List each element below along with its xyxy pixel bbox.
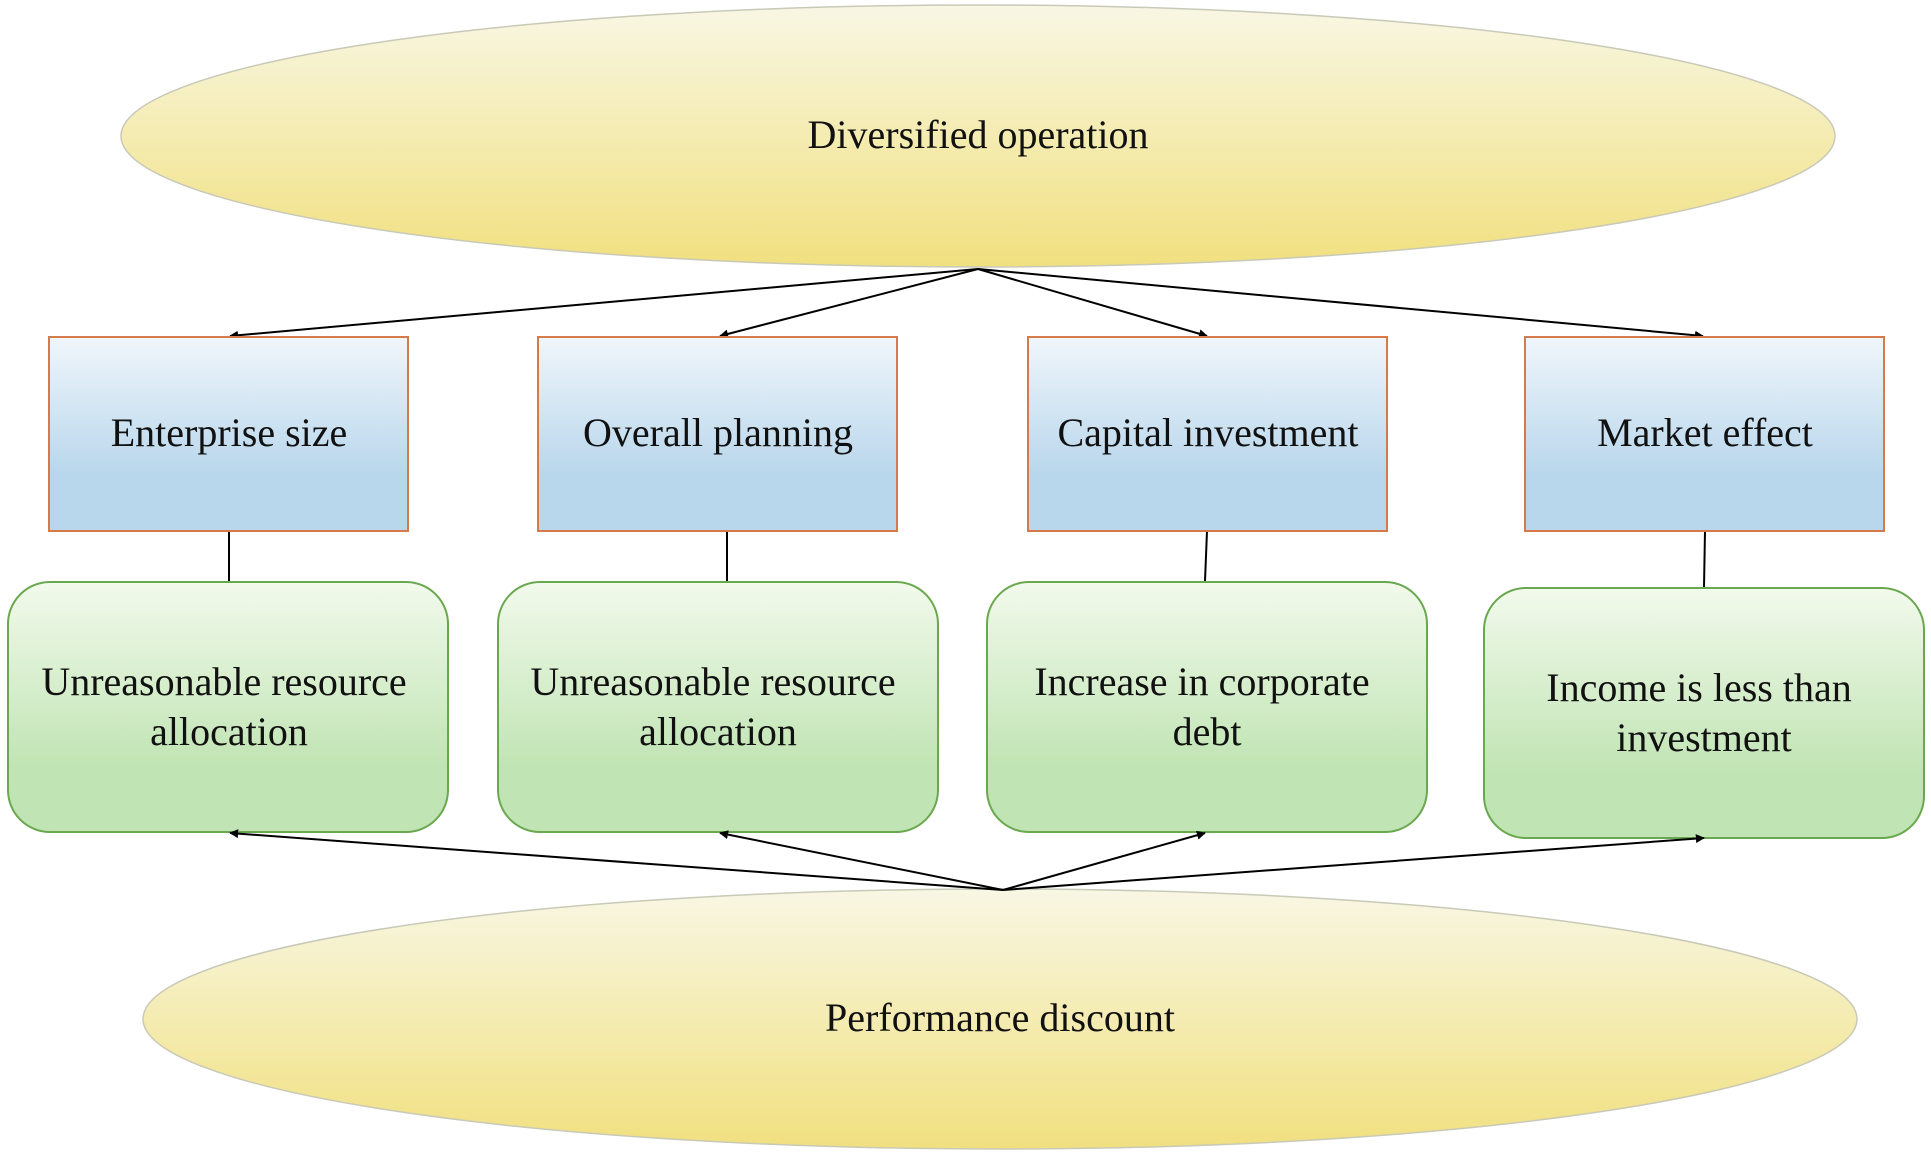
- outcome-box-shape: [7, 581, 449, 833]
- factor-box-4: Market effect: [1524, 336, 1885, 532]
- outcome-line-1: Increase in corporate: [1034, 659, 1369, 704]
- arrow-to-enterprise-size: [229, 268, 979, 340]
- outcome-box-shape: [986, 581, 1428, 833]
- factor-box-shape: [537, 336, 898, 532]
- factor-box-shape: [1524, 336, 1885, 532]
- factor-box-2: Overall planning: [537, 336, 898, 532]
- connector-4: [1703, 530, 1706, 588]
- top-node-shape: [120, 4, 1836, 268]
- outcome-box-1: Unreasonable resource allocation: [7, 581, 449, 833]
- factor-box-3: Capital investment: [1027, 336, 1388, 532]
- outcome-line-1: Income is less than: [1546, 665, 1852, 710]
- arrow-to-market-effect: [977, 268, 1704, 340]
- outcome-box-3: Increase in corporate debt: [986, 581, 1428, 833]
- outcome-line-1: Unreasonable resource: [530, 659, 895, 704]
- bottom-arrows: [229, 829, 1705, 891]
- outcome-label: Unreasonable resource allocation: [530, 659, 905, 754]
- outcome-label: Income is less than investment: [1546, 665, 1862, 760]
- outcome-box-shape: [497, 581, 939, 833]
- outcome-label: Increase in corporate debt: [1034, 659, 1379, 754]
- bottom-node-performance-discount: Performance discount: [142, 888, 1858, 1150]
- outcome-line-2: debt: [1173, 709, 1242, 754]
- outcome-line-2: investment: [1616, 715, 1792, 760]
- arrow-to-outcome-2: [719, 830, 1004, 891]
- factor-label: Enterprise size: [111, 410, 348, 455]
- outcome-box-shape: [1483, 587, 1925, 839]
- outcome-box-4: Income is less than investment: [1483, 587, 1925, 839]
- factor-box-shape: [48, 336, 409, 532]
- arrow-to-outcome-4: [1002, 834, 1705, 891]
- top-arrows: [229, 268, 1704, 340]
- vertical-connectors: [228, 530, 1706, 588]
- bottom-node-label: Performance discount: [825, 995, 1175, 1040]
- factor-box-shape: [1027, 336, 1388, 532]
- arrow-to-outcome-3: [1002, 830, 1206, 891]
- connector-3: [1204, 530, 1208, 582]
- factor-label: Market effect: [1597, 410, 1813, 455]
- factor-box-1: Enterprise size: [48, 336, 409, 532]
- arrow-to-capital-investment: [977, 268, 1208, 339]
- outcome-line-2: allocation: [639, 709, 797, 754]
- top-node-diversified-operation: Diversified operation: [120, 4, 1836, 268]
- factor-label: Capital investment: [1057, 410, 1358, 455]
- arrow-to-overall-planning: [719, 268, 979, 339]
- factor-label: Overall planning: [583, 410, 853, 455]
- outcome-label: Unreasonable resource allocation: [41, 659, 416, 754]
- outcome-line-2: allocation: [150, 709, 308, 754]
- outcome-box-2: Unreasonable resource allocation: [497, 581, 939, 833]
- arrow-to-outcome-1: [229, 829, 1004, 891]
- outcome-line-1: Unreasonable resource: [41, 659, 406, 704]
- top-node-label: Diversified operation: [808, 112, 1149, 157]
